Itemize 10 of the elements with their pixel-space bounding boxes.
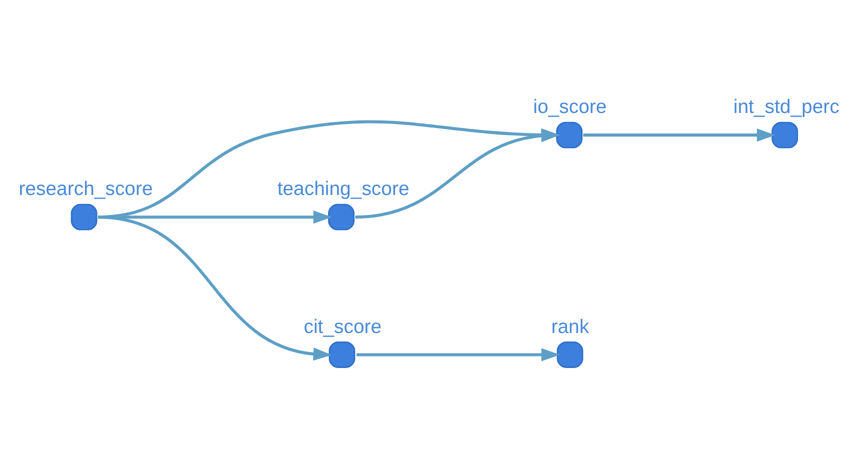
node-label: io_score bbox=[532, 96, 606, 118]
node-label: teaching_score bbox=[276, 178, 409, 200]
node-label: cit_score bbox=[303, 315, 382, 338]
arrow bbox=[582, 128, 776, 142]
node-label: research_score bbox=[18, 178, 152, 200]
arrow bbox=[97, 215, 332, 360]
arrow bbox=[97, 210, 332, 224]
node-label: int_std_perc bbox=[732, 96, 839, 118]
node-label: rank bbox=[550, 315, 589, 338]
arrow bbox=[356, 348, 560, 361]
